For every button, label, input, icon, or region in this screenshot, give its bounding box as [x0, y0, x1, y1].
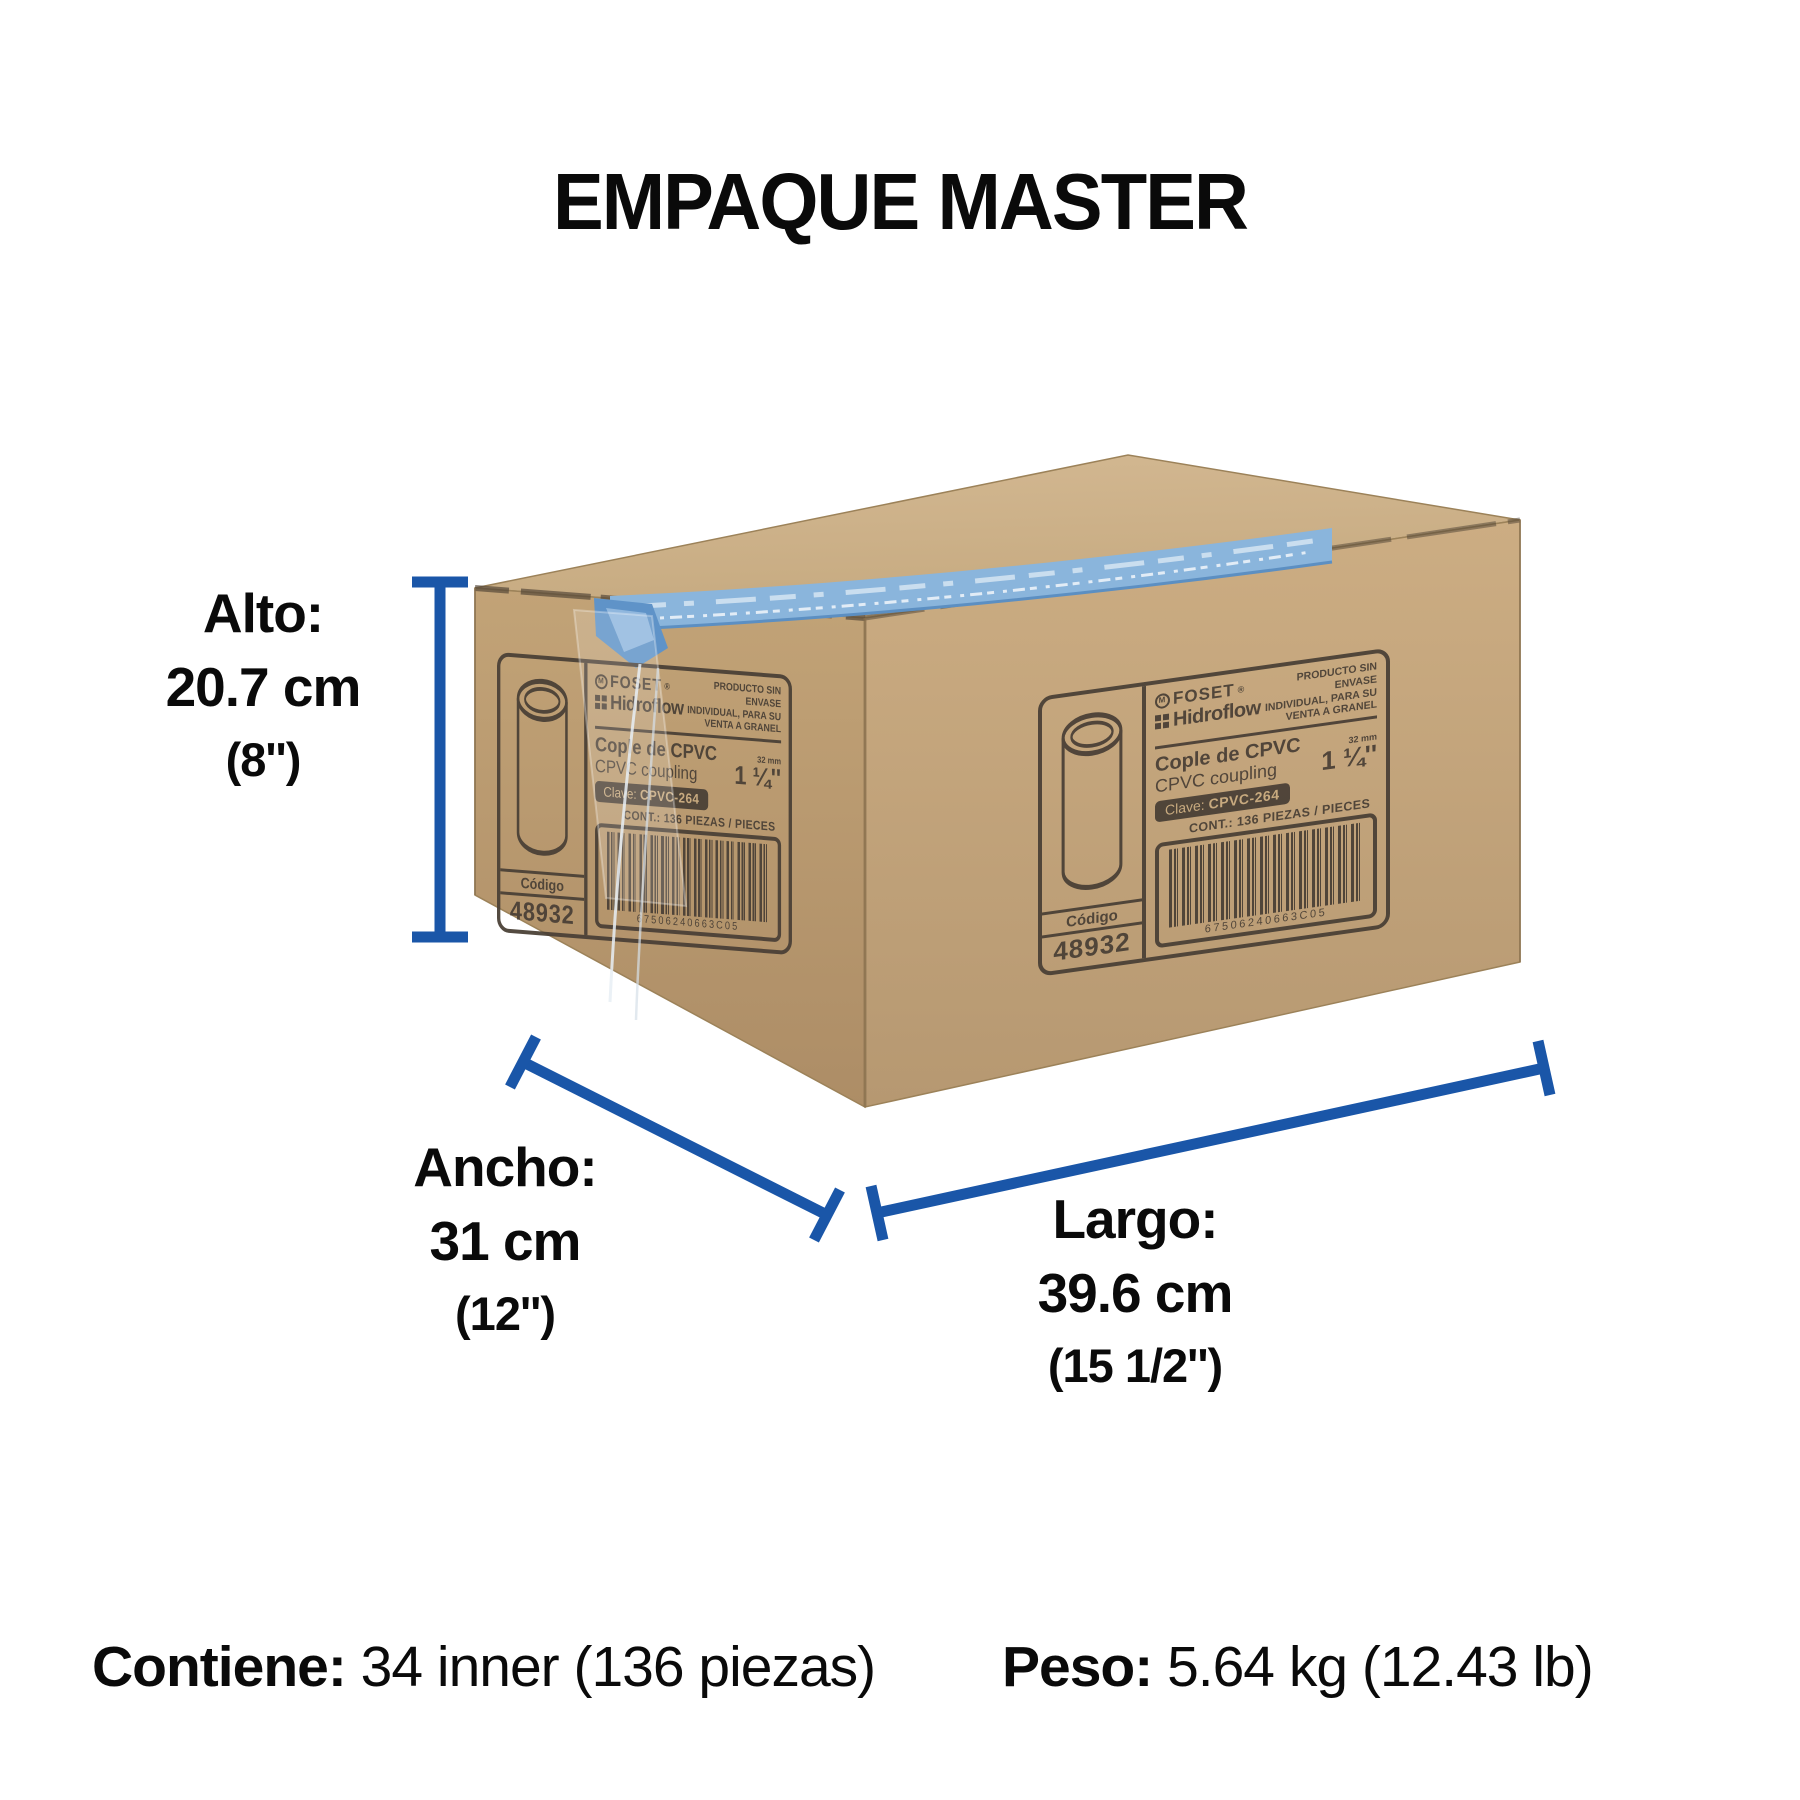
alto-dimension-line	[412, 576, 468, 943]
packing-tape-print	[659, 550, 1311, 620]
packing-tape-edge	[609, 560, 1333, 632]
ancho-value: 31 cm	[429, 1210, 582, 1272]
contains-line: Contiene: 34 inner (136 piezas)	[92, 1634, 877, 1700]
tape-fold-highlight	[606, 608, 654, 652]
ancho-dimension-line	[505, 1034, 845, 1243]
packing-tape-sheen	[639, 537, 1321, 609]
coupling-illustration	[500, 656, 584, 875]
tape-string	[634, 667, 660, 1021]
ancho-label: Ancho:	[413, 1136, 597, 1198]
largo-imperial: (15 1/2'')	[1047, 1339, 1223, 1392]
alto-imperial: (8'')	[225, 733, 302, 786]
largo-dimension-label: Largo: 39.6 cm (15 1/2'')	[1005, 1182, 1265, 1402]
coupling-illustration	[1042, 686, 1142, 912]
ancho-imperial: (12'')	[455, 1287, 556, 1340]
largo-label: Largo:	[1052, 1188, 1218, 1250]
packing-tape	[610, 528, 1332, 630]
alto-label: Alto:	[202, 582, 324, 644]
contains-label: Contiene:	[92, 1635, 347, 1699]
contains-value: 34 inner (136 piezas)	[345, 1635, 877, 1699]
left-face-label: Código 48932 M FOSET ® Hidroflow	[497, 652, 792, 956]
largo-dimension-line	[865, 1039, 1556, 1242]
front-face-label: Código 48932 M FOSET ® Hidroflow	[1038, 647, 1390, 977]
largo-value: 39.6 cm	[1037, 1262, 1234, 1324]
weight-value: 5.64 kg (12.43 lb)	[1152, 1635, 1594, 1699]
tape-string	[608, 663, 642, 1003]
page-title: EMPAQUE MASTER	[552, 157, 1249, 246]
label-illustration-column: Código 48932	[500, 656, 588, 936]
weight-label: Peso:	[1002, 1635, 1153, 1699]
label-illustration-column: Código 48932	[1042, 685, 1146, 973]
label-border: Código 48932 M FOSET ® Hidroflow	[1038, 647, 1390, 977]
label-border: Código 48932 M FOSET ® Hidroflow	[497, 652, 792, 956]
ancho-dimension-label: Ancho: 31 cm (12'')	[390, 1130, 620, 1350]
alto-dimension-label: Alto: 20.7 cm (8'')	[148, 576, 378, 796]
alto-value: 20.7 cm	[165, 656, 362, 718]
weight-line: Peso: 5.64 kg (12.43 lb)	[1002, 1634, 1594, 1700]
